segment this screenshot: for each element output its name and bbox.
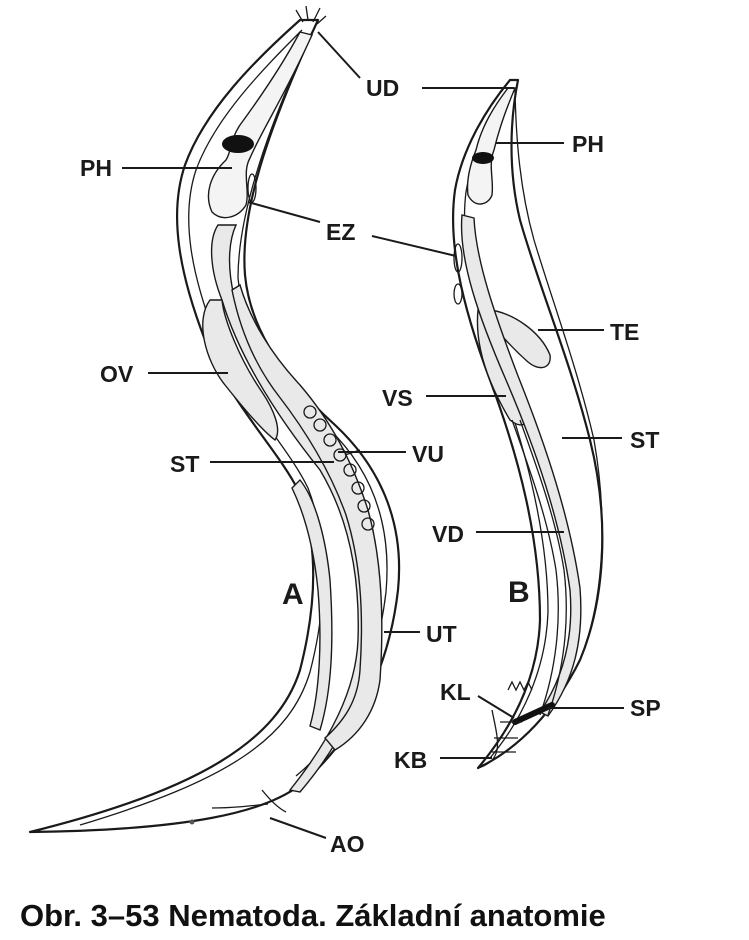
label-kb: KB <box>394 747 427 773</box>
pharynx-b <box>466 87 517 205</box>
caption-number: Obr. 3–53 <box>20 898 160 933</box>
vas-deferens-b <box>511 419 559 716</box>
label-ao: AO <box>330 831 365 857</box>
caption-text: Nematoda. Základní anatomie <box>168 898 606 933</box>
specimen-b-letter: B <box>508 576 530 609</box>
leader-lines <box>122 31 624 839</box>
eggs-a <box>303 405 375 531</box>
label-ph-a: PH <box>80 155 112 181</box>
intestine-b <box>460 214 582 717</box>
excretory-pore-b <box>453 243 463 273</box>
label-st-b: ST <box>630 427 659 453</box>
nematode-anatomy-diagram: UD PH PH EZ TE OV VS ST VU ST VD A B UT … <box>28 5 661 857</box>
label-st-a: ST <box>170 451 199 477</box>
spicule-b <box>512 702 555 725</box>
label-ut: UT <box>426 621 457 647</box>
label-ez: EZ <box>326 219 355 245</box>
label-sp: SP <box>630 695 661 721</box>
label-vd: VD <box>432 521 464 547</box>
label-ov: OV <box>100 361 134 387</box>
label-vu: VU <box>412 441 444 467</box>
ovary-a <box>202 299 279 442</box>
nerve-ring-b <box>472 152 494 164</box>
specimen-a-drawing <box>28 5 401 834</box>
specimen-b-drawing <box>451 78 604 770</box>
excretory-pore-a <box>247 173 257 203</box>
specimen-a-letter: A <box>282 578 304 611</box>
label-kl: KL <box>440 679 471 705</box>
label-ph-b: PH <box>572 131 604 157</box>
bursa-b <box>477 709 522 769</box>
nerve-ring-a <box>222 135 254 153</box>
figure-caption: Obr. 3–53 Nematoda. Základní anatomie <box>20 898 606 934</box>
uterus-a <box>231 283 383 751</box>
pharynx-a <box>207 31 313 219</box>
label-te: TE <box>610 319 639 345</box>
label-vs: VS <box>382 385 413 411</box>
label-ud: UD <box>366 75 399 101</box>
